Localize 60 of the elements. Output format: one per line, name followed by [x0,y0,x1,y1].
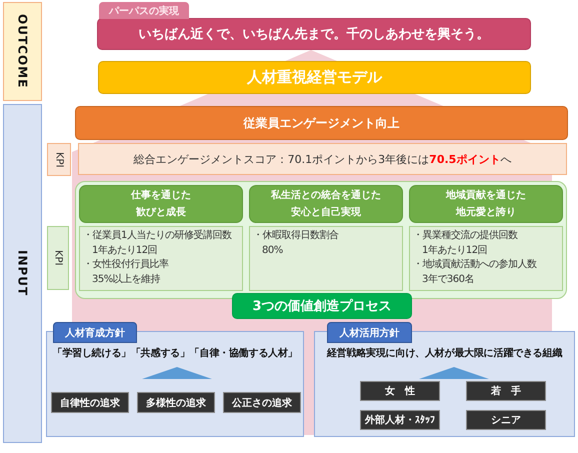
pillar-box [360,410,440,430]
theme-title: 地域貢献を通じた地元愛と誇り [444,188,527,220]
kpi-label: KPI [54,152,64,168]
kpi-item: 1年あたり12回 [421,244,488,258]
pillar-label: 多様性の追求 [146,396,206,410]
kpi-item: 1年あたり12回 [91,244,158,258]
banner-text: いちばん近くで、いちばん先まで。千のしあわせを興そう。 [138,26,490,43]
pillar-box [466,410,546,430]
theme-box [249,185,403,223]
process-banner [232,293,412,319]
kpi-box [78,143,567,175]
policy-statement: 「学習し続ける」「共感する」「自律・協働する人材」 [52,346,298,360]
pillar-box [223,392,301,413]
section-band [3,2,42,101]
pillar-label: 外部人材・ｽﾀｯﾌ [365,414,435,427]
kpi-item: ・異業種交流の提供回数 [413,229,518,243]
pillar-label: 公正さの追求 [232,396,292,410]
section-label: OUTCOME [16,14,30,89]
purpose-banner [97,18,531,50]
kpi-item: 80% [261,244,283,258]
goal-banner [75,106,568,140]
theme-box [79,185,243,223]
pillar-label: 女 性 [384,384,416,398]
heading-tab [53,322,137,343]
pillar-box [466,381,546,401]
kpi-item: ・女性役付行員比率 [83,258,168,272]
pillar-box [51,392,129,413]
kpi-label: KPI [52,250,64,266]
tab-label: 人材育成方針 [65,326,125,340]
kpi-item: ・休暇取得日数割合 [253,229,338,243]
theme-box [409,185,563,223]
kpi-box [249,226,403,291]
banner-text: 人材重視経営モデル [247,68,382,87]
section-band [3,104,42,443]
pillar-box [360,381,440,401]
kpi-tag [47,226,69,290]
policy-statement: 経営戦略実現に向け、人材が最大限に活躍できる組織 [326,346,562,360]
pillar-label: 自律性の追求 [60,396,120,410]
tab-label: 人材活用方針 [340,326,400,340]
kpi-item: 35%以上を維持 [91,272,160,286]
tab-label: パーパスの実現 [109,4,179,18]
theme-title: 私生活との統合を通じた安心と自己実現 [270,188,382,220]
section-label: INPUT [16,250,30,297]
kpi-box [79,226,243,291]
kpi-item: ・地域貢献活動への参加人数 [413,258,536,272]
kpi-item: ・従業員1人当たりの研修受講回数 [83,229,232,243]
pillar-box [137,392,215,413]
banner-text: 3つの価値創造プロセス [252,298,392,315]
banner-text: 従業員エンゲージメント向上 [244,114,400,132]
kpi-tag [47,143,71,176]
kpi-box [409,226,563,291]
theme-title: 仕事を通じた歓びと成長 [130,188,192,220]
model-banner [98,61,531,94]
process-panel [75,181,567,299]
pillar-label: シニア [491,414,521,427]
pillar-label: 若 手 [490,384,522,398]
heading-tab [99,2,189,19]
kpi-item: 3年で360名 [421,272,474,286]
heading-tab [327,322,412,343]
kpi-text: 総合エンゲージメントスコア：70.1ポイントから3年後には70.5ポイントへ [134,152,512,166]
